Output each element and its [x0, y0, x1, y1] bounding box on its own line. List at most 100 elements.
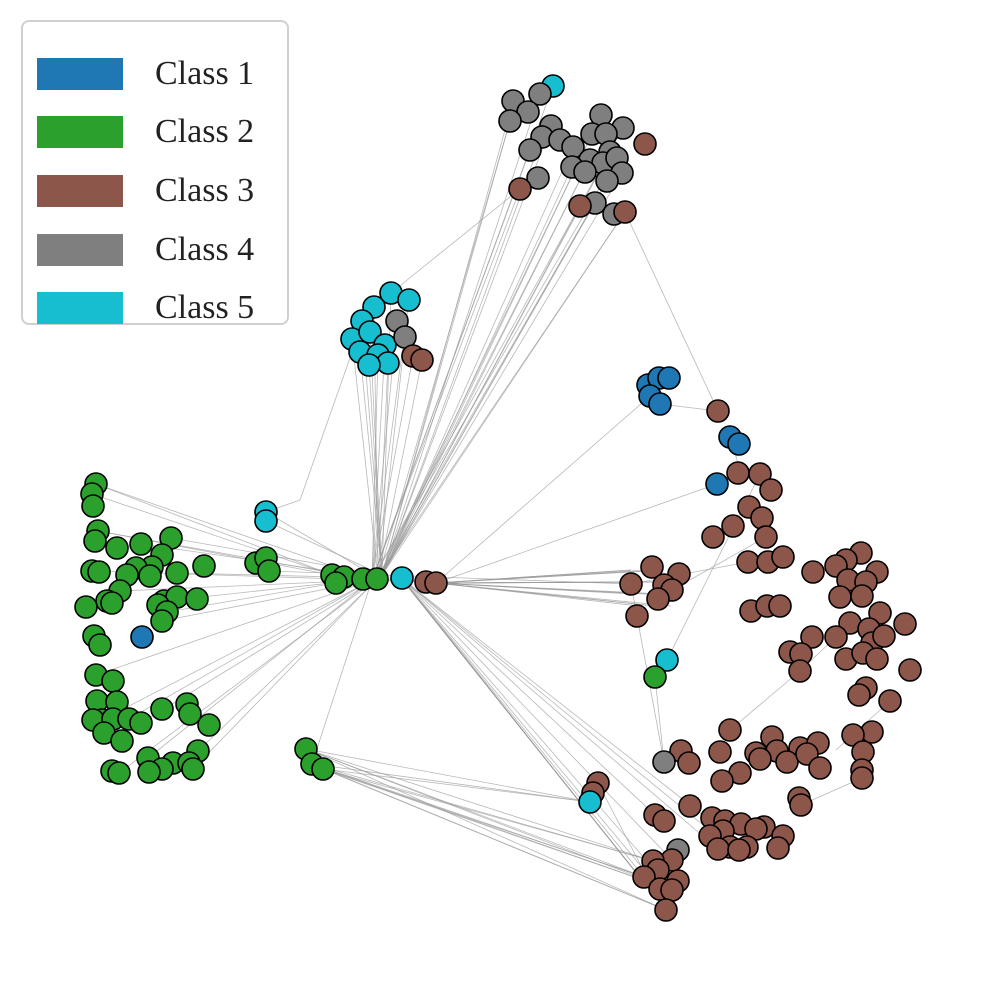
graph-node-class-3 — [727, 838, 751, 862]
graph-node-class-2 — [181, 757, 205, 781]
graph-edge — [192, 577, 379, 770]
graph-edge — [322, 768, 673, 891]
graph-node-class-3 — [632, 865, 656, 889]
graph-node-class-3 — [850, 584, 874, 608]
graph-node-class-3 — [775, 750, 799, 774]
graph-node-class-3 — [759, 478, 783, 502]
graph-node-class-3 — [898, 658, 922, 682]
graph-node-class-3 — [878, 689, 902, 713]
graph-node-class-3 — [771, 545, 795, 569]
graph-edge — [381, 172, 623, 576]
graph-node-class-3 — [868, 601, 892, 625]
graph-edge — [400, 577, 673, 861]
graph-node-class-3 — [872, 624, 896, 648]
graph-edge — [368, 364, 383, 576]
graph-node-class-2 — [150, 697, 174, 721]
graph-edge — [381, 205, 581, 576]
graph-edge — [311, 579, 373, 765]
graph-node-class-2 — [138, 564, 162, 588]
graph-node-class-3 — [706, 399, 730, 423]
graph-edge — [390, 188, 521, 294]
legend-item-class-4: Class 4 — [37, 230, 254, 270]
graph-node-class-3 — [718, 718, 742, 742]
graph-edge — [305, 748, 667, 911]
graph-edge — [95, 577, 379, 676]
graph-node-class-3 — [800, 625, 824, 649]
graph-edge — [128, 579, 373, 720]
graph-edge — [95, 483, 333, 576]
graph-node-class-2 — [88, 633, 112, 657]
graph-node-class-3 — [708, 740, 732, 764]
graph-node-class-2 — [257, 559, 281, 583]
graph-edge — [305, 748, 654, 862]
graph-node-class-4 — [595, 169, 619, 193]
graph-edge — [322, 768, 667, 911]
graph-node-class-3 — [736, 550, 760, 574]
graph-node-class-2 — [105, 536, 129, 560]
graph-node-class-2 — [74, 595, 98, 619]
graph-edge — [371, 344, 386, 581]
graph-node-class-3 — [633, 132, 657, 156]
legend-label-class-2: Class 2 — [155, 113, 255, 150]
graph-edge — [381, 202, 596, 576]
graph-node-class-3 — [808, 756, 832, 780]
graph-node-class-3 — [824, 625, 848, 649]
graph-edge — [400, 577, 724, 832]
legend-item-class-5: Class 5 — [37, 288, 254, 328]
legend-item-class-2: Class 2 — [37, 112, 254, 152]
graph-edge — [381, 133, 593, 576]
graph-node-class-3 — [893, 612, 917, 636]
graph-edge — [381, 125, 552, 576]
graph-node-class-4 — [498, 109, 522, 133]
graph-edge — [381, 146, 574, 576]
graph-edge — [265, 511, 379, 579]
legend-swatch-class-2 — [37, 116, 123, 148]
graph-node-class-3 — [660, 878, 684, 902]
graph-node-class-1 — [727, 432, 751, 456]
graph-node-class-3 — [721, 514, 745, 538]
graph-edge — [435, 582, 656, 607]
graph-node-class-3 — [788, 659, 812, 683]
graph-node-class-5 — [578, 790, 602, 814]
graph-node-class-3 — [619, 572, 643, 596]
graph-node-class-4 — [518, 138, 542, 162]
graph-edge — [377, 336, 406, 579]
graph-edge — [265, 520, 383, 576]
graph-nodes — [74, 74, 922, 922]
graph-edge — [381, 159, 591, 576]
legend-label-class-3: Class 3 — [155, 172, 255, 209]
legend-swatch-class-1 — [37, 58, 123, 90]
graph-edge — [147, 579, 373, 759]
graph-node-class-3 — [748, 747, 772, 771]
graph-node-class-3 — [710, 769, 734, 793]
graph-edge — [381, 166, 573, 576]
graph-node-class-5 — [655, 648, 679, 672]
legend-swatch-class-4 — [37, 234, 123, 266]
graph-edge — [400, 577, 661, 890]
graph-node-class-2 — [311, 757, 335, 781]
graph-edge — [95, 483, 373, 581]
graph-edge — [381, 211, 626, 576]
graph-node-class-3 — [768, 594, 792, 618]
graph-node-class-2 — [87, 560, 111, 584]
graph-node-class-2 — [83, 529, 107, 553]
graph-node-class-3 — [640, 555, 664, 579]
graph-node-class-3 — [865, 647, 889, 671]
graph-node-class-3 — [847, 683, 871, 707]
graph-edge — [101, 574, 383, 721]
legend-item-class-3: Class 3 — [37, 171, 254, 211]
graph-node-class-5 — [254, 509, 278, 533]
graph-edge — [305, 748, 591, 803]
graph-edge — [322, 768, 645, 878]
graph-node-class-3 — [748, 462, 772, 486]
graph-edge — [435, 483, 718, 584]
graph-node-class-2 — [110, 729, 134, 753]
graph-node-class-2 — [365, 567, 389, 591]
legend-swatch-class-3 — [37, 175, 123, 207]
graph-node-class-2 — [178, 702, 202, 726]
legend-item-class-1: Class 1 — [37, 54, 254, 94]
graph-edge — [654, 676, 665, 763]
graph-node-class-4 — [528, 82, 552, 106]
graph-edge — [377, 359, 423, 579]
graph-node-class-3 — [789, 793, 813, 817]
